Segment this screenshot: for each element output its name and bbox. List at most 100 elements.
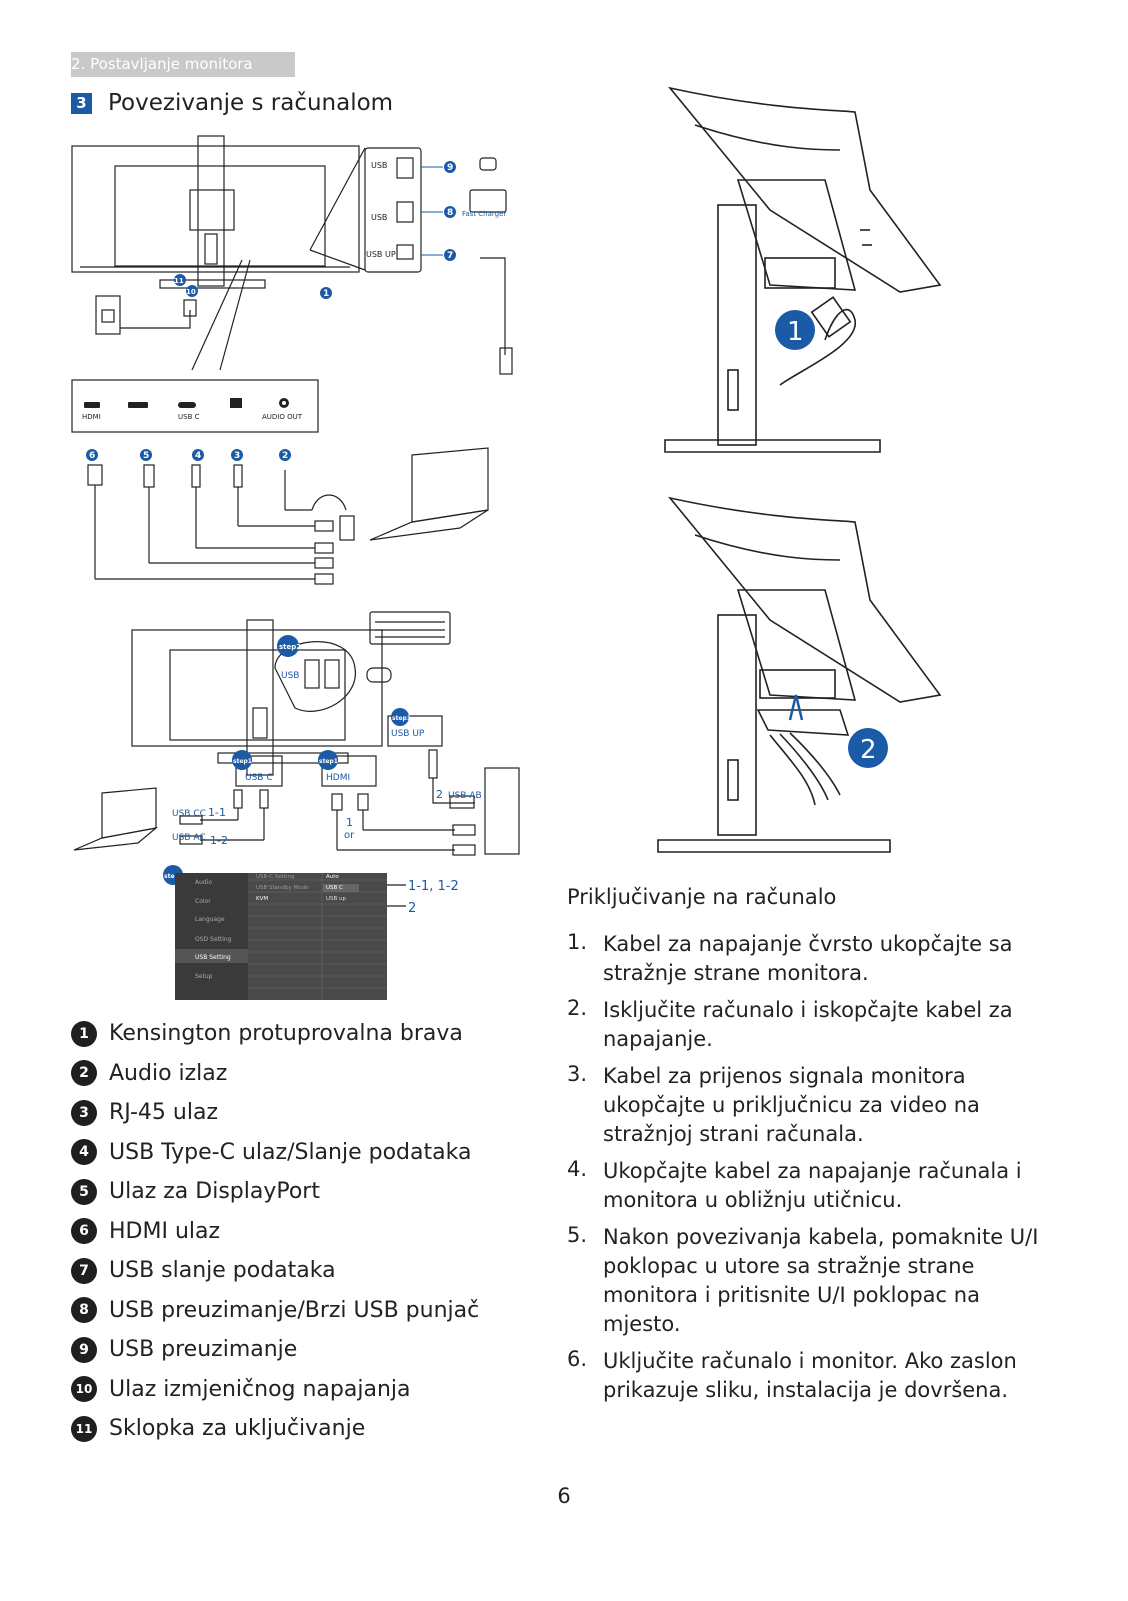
callout-4: 4 [192,449,204,461]
osd-col3-0: Auto [326,874,339,880]
usb-up-zoom-label: USB UP [391,729,425,739]
svg-text:1: 1 [787,317,804,347]
section-number: 3 [71,92,92,114]
usbc-zoom-label: USB C [245,773,273,783]
callout-5: 5 [140,449,152,461]
usb-zoom-label: USB [281,671,299,681]
hdmi-port-label: HDMI [82,413,101,421]
monitor-side-view-1: 1 [664,86,942,453]
legend-item: 3 RJ-45 ulaz [71,1093,541,1133]
legend-number: 3 [71,1099,97,1126]
step-item: 4.Ukopčajte kabel za napajanje računala … [567,1157,1047,1215]
callout-10: 10 [186,285,198,297]
section-title: Povezivanje s računalom [108,90,394,116]
svg-text:2: 2 [860,735,877,765]
connect-title: Priključivanje na računalo [567,885,837,909]
svg-text:7: 7 [447,251,453,261]
legend-number: 10 [71,1376,97,1403]
osd-col3-2: USB up [326,896,347,902]
legend-number: 5 [71,1178,97,1205]
osd-callout-a: 1-1, 1-2 [408,879,459,894]
legend-number: 2 [71,1060,97,1087]
legend-text: USB Type-C ulaz/Slanje podataka [109,1139,472,1165]
svg-text:2: 2 [282,451,288,461]
legend-text: Ulaz za DisplayPort [109,1179,320,1205]
svg-text:5: 5 [143,451,149,461]
osd-item-setup: Setup [195,973,213,980]
osd-callout-b: 2 [408,901,416,916]
hdmi-zoom-label: HDMI [326,773,350,783]
audio-out-label: AUDIO OUT [262,413,303,421]
osd-menu: Audio Color Language OSD Setting USB Set… [175,873,387,1000]
usb-cc-label: USB CC [172,809,206,819]
legend-number: 4 [71,1139,97,1166]
osd-col2-0: USB-C Setting [256,874,295,880]
legend-text: RJ-45 ulaz [109,1100,219,1126]
legend-text: USB preuzimanje/Brzi USB punjač [109,1297,480,1323]
rear-panel-diagram: USB USB USB UP Fast Charger HDMI USB C A… [71,135,513,585]
step-number: 1. [567,930,588,954]
callout-8: 8 [421,206,456,218]
step-text: Kabel za prijenos signala monitora ukopč… [603,1064,980,1146]
usb-ac-label: USB AC [172,833,206,843]
legend-item: 7 USB slanje podataka [71,1251,541,1291]
callout-11: 11 [174,274,186,286]
osd-item-osd-setting: OSD Setting [195,936,232,943]
legend-text: USB preuzimanje [109,1337,298,1363]
step-number: 4. [567,1157,588,1181]
svg-text:11: 11 [174,277,184,285]
svg-text:step3: step3 [164,873,183,880]
callout-6: 6 [86,449,98,461]
step-text: Isključite računalo i iskopčajte kabel z… [603,998,1013,1051]
svg-text:4: 4 [195,451,201,461]
legend-item: 1 Kensington protuprovalna brava [71,1014,541,1054]
osd-item-audio: Audio [195,879,212,886]
component-legend: 1 Kensington protuprovalna brava 2 Audio iz… [71,1014,541,1449]
step-text: Nakon povezivanja kabela, pomaknite U/I … [603,1225,1039,1336]
svg-text:step2: step2 [279,643,301,651]
legend-number: 1 [71,1020,97,1047]
callout-9: 9 [421,161,456,173]
legend-number: 7 [71,1257,97,1284]
callout-7: 7 [421,249,456,261]
legend-text: Ulaz izmjeničnog napajanja [109,1376,411,1402]
osd-item-usb-setting: USB Setting [195,954,231,961]
legend-text: Kensington protuprovalna brava [109,1021,463,1047]
label-1-1: 1-1 [208,806,226,819]
legend-text: HDMI ulaz [109,1218,221,1244]
step-item: 1.Kabel za napajanje čvrsto ukopčajte sa… [567,930,1047,988]
label-1-2: 1-2 [210,834,228,847]
legend-item: 2 Audio izlaz [71,1054,541,1094]
monitor-side-view-2: 2 [657,496,942,853]
svg-text:step1: step1 [233,758,252,765]
svg-text:10: 10 [186,288,196,296]
legend-item: 5 Ulaz za DisplayPort [71,1172,541,1212]
svg-text:6: 6 [89,451,95,461]
usb-ab-label: USB AB [448,791,482,801]
legend-text: USB slanje podataka [109,1258,336,1284]
legend-number: 8 [71,1297,97,1324]
legend-text: Sklopka za uključivanje [109,1416,366,1442]
fast-charger-label: Fast Charger [462,210,506,218]
svg-text:step1: step1 [319,758,338,765]
section-tag: 2. Postavljanje monitora [71,52,295,77]
legend-text: Audio izlaz [109,1060,228,1086]
label-2: 2 [436,788,443,801]
step-number: 3. [567,1062,588,1086]
step-item: 2. Isključite računalo i iskopčajte kabel… [567,996,1047,1054]
step-item: 6.Uključite računalo i monitor. Ako zasl… [567,1347,1047,1405]
step-text: Uključite računalo i monitor. Ako zaslon… [603,1349,1017,1402]
callout-2: 2 [279,449,291,461]
step1-badge-hdmi: step1 [318,750,338,770]
big-callout-1: 1 [775,310,815,350]
svg-text:3: 3 [234,451,240,461]
step-number: 2. [567,996,588,1020]
legend-item: 10 Ulaz izmjeničnog napajanja [71,1370,541,1410]
section-heading: 3 Povezivanje s računalom [71,90,393,116]
kvm-setup-diagram: step2 step1 step1 step1 step3 USB USB UP… [73,611,520,1000]
step1-badge-usbc: step1 [232,750,252,770]
step-item: 3. Kabel za prijenos signala monitora uko… [567,1062,1047,1149]
